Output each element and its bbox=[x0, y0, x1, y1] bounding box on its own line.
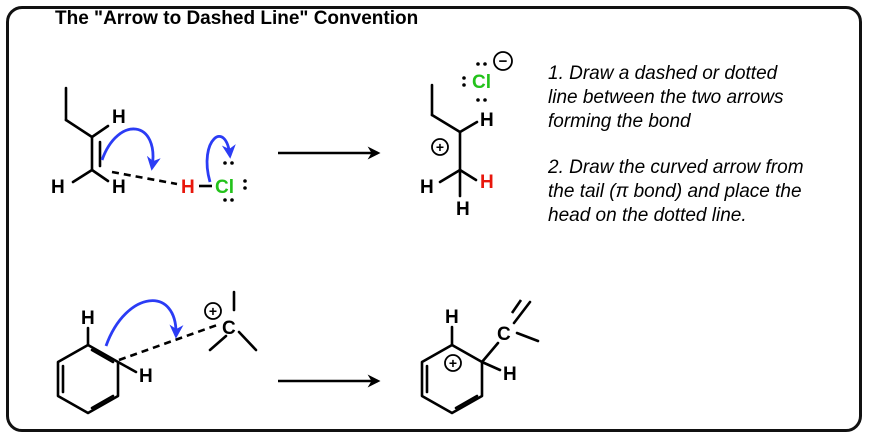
sigma-complex-charge bbox=[444, 354, 462, 372]
sigma-carbon: C bbox=[497, 324, 511, 345]
hcl-h-atom: H bbox=[181, 177, 195, 198]
product-h-top: H bbox=[480, 110, 494, 131]
note-step-2-line-2: the tail (π bond) and place the bbox=[548, 181, 802, 202]
alkene-h-left: H bbox=[51, 177, 65, 198]
benzene-h-top: H bbox=[81, 308, 95, 329]
sigma-h-right: H bbox=[503, 364, 517, 385]
note-step-2-line-3: head on the dotted line. bbox=[548, 205, 747, 226]
chloride-ion: Cl bbox=[472, 72, 491, 93]
product-h-bottom: H bbox=[456, 199, 470, 220]
benzene-reactant bbox=[56, 326, 138, 415]
product-h-left: H bbox=[420, 177, 434, 198]
curved-arrow-pi-bond bbox=[100, 127, 161, 171]
chloride-charge bbox=[493, 51, 513, 71]
curved-arrow-h-cl bbox=[205, 135, 236, 183]
carbocation-charge bbox=[431, 138, 449, 156]
sigma-complex-plus-sign: + bbox=[449, 355, 457, 371]
note-step-1-line-1: 1. Draw a dashed or dotted bbox=[548, 63, 778, 84]
carbocation-plus-sign: + bbox=[436, 139, 444, 155]
sigma-complex-product bbox=[420, 300, 540, 415]
hcl-cl-atom: Cl bbox=[215, 177, 234, 198]
note-step-2: 2. Draw the curved arrow from the tail (… bbox=[548, 156, 804, 228]
note-step-1-line-2: line between the two arrows bbox=[548, 87, 784, 108]
carbocation-product bbox=[430, 83, 479, 198]
alkene-reactant bbox=[64, 86, 110, 184]
sigma-h-top: H bbox=[445, 307, 459, 328]
alkene-h-right: H bbox=[112, 177, 126, 198]
chloride-minus-sign: − bbox=[499, 53, 508, 70]
note-step-2-line-1: 2. Draw the curved arrow from bbox=[548, 157, 804, 178]
tert-butyl-plus-sign: + bbox=[209, 303, 217, 319]
tert-butyl-carbon: C bbox=[222, 318, 236, 339]
note-step-1-line-3: forming the bond bbox=[548, 111, 691, 132]
alkene-h-top: H bbox=[112, 107, 126, 128]
diagram-frame bbox=[6, 6, 862, 432]
note-step-1: 1. Draw a dashed or dotted line between … bbox=[548, 62, 784, 134]
page-title: The "Arrow to Dashed Line" Convention bbox=[55, 8, 419, 29]
tert-butyl-charge bbox=[204, 302, 222, 320]
sigma-methyl-bond bbox=[510, 299, 523, 314]
benzene-h-right: H bbox=[139, 366, 153, 387]
tert-butyl-bonds bbox=[208, 290, 258, 352]
forming-bond-dashed-line-arene bbox=[118, 322, 221, 362]
cl-lone-pairs bbox=[223, 161, 247, 202]
curved-arrow-arene bbox=[104, 299, 184, 347]
product-h-added: H bbox=[480, 172, 494, 193]
chloride-lone-pairs bbox=[462, 62, 487, 102]
